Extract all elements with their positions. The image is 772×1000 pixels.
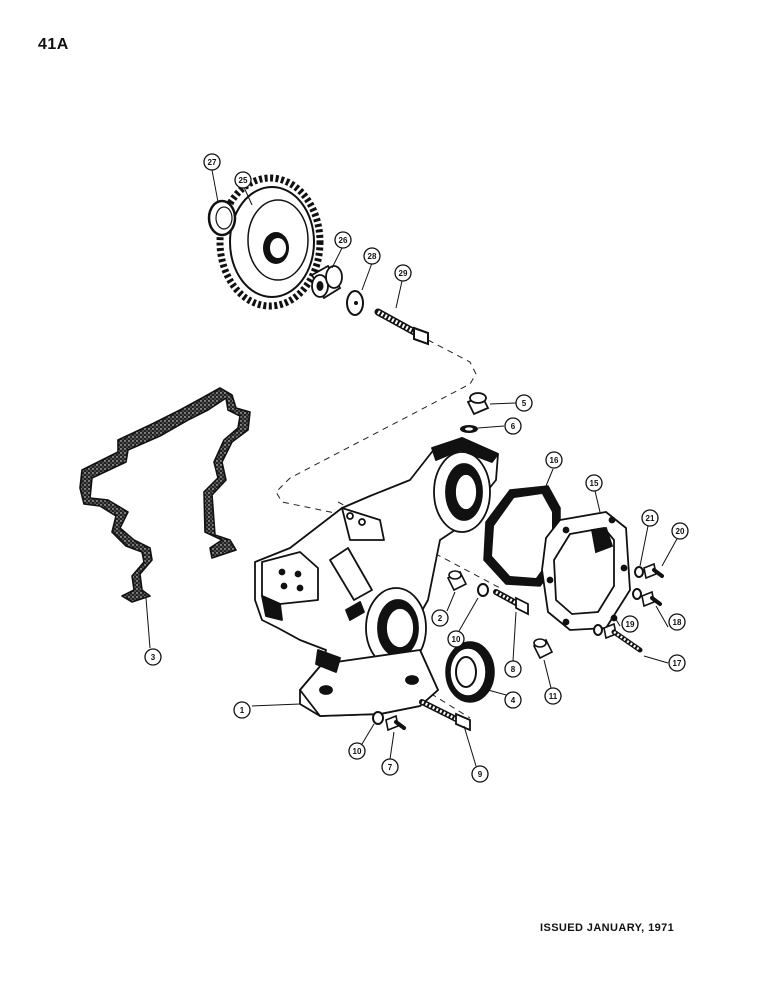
cap-screw-8: [493, 589, 529, 616]
timing-cover-gasket: [79, 387, 251, 603]
callout-5: 5: [515, 394, 533, 412]
callout-1: 1: [233, 701, 251, 719]
callout-29: 29: [394, 264, 412, 282]
svg-text:6: 6: [511, 422, 516, 431]
lockwasher-21: [634, 566, 644, 578]
svg-text:8: 8: [511, 665, 516, 674]
svg-text:7: 7: [388, 763, 393, 772]
idler-hub: [310, 264, 343, 300]
svg-text:3: 3: [151, 653, 156, 662]
callout-10-lower: 10: [348, 742, 366, 760]
svg-text:9: 9: [478, 770, 483, 779]
callout-11: 11: [544, 687, 562, 705]
svg-text:4: 4: [511, 696, 516, 705]
callout-8: 8: [504, 660, 522, 678]
svg-text:10: 10: [452, 635, 461, 644]
issue-date: ISSUED JANUARY, 1971: [540, 922, 675, 934]
callout-21: 21: [641, 509, 659, 527]
svg-text:26: 26: [339, 236, 348, 245]
svg-text:10: 10: [353, 747, 362, 756]
callout-25: 25: [234, 171, 252, 189]
lockwasher-lower: [372, 711, 384, 725]
callout-4: 4: [504, 691, 522, 709]
svg-text:21: 21: [646, 514, 655, 523]
thrust-washer: [207, 199, 237, 237]
svg-text:5: 5: [522, 399, 527, 408]
svg-text:29: 29: [399, 269, 408, 278]
pipe-plug: [466, 392, 490, 416]
callout-6: 6: [504, 417, 522, 435]
idler-gear: [216, 174, 324, 310]
callout-9: 9: [471, 765, 489, 783]
svg-text:11: 11: [549, 692, 558, 701]
callout-26: 26: [334, 231, 352, 249]
cap-screw-9: [419, 699, 471, 732]
callout-2: 2: [431, 609, 449, 627]
leader-lines: [145, 169, 679, 767]
callout-18: 18: [668, 613, 686, 631]
lockwasher-upper: [477, 583, 489, 597]
svg-text:18: 18: [673, 618, 682, 627]
page-number: 41A: [38, 36, 69, 53]
cover-plate-gasket: [483, 485, 561, 587]
svg-text:16: 16: [550, 456, 559, 465]
svg-text:27: 27: [208, 158, 217, 167]
hub-washer: [346, 290, 364, 316]
callout-20: 20: [671, 522, 689, 540]
dowel-pin: [446, 570, 468, 592]
dowel-pin-11: [532, 638, 554, 660]
lockwasher-19: [632, 588, 642, 600]
svg-text:17: 17: [673, 659, 682, 668]
svg-text:2: 2: [438, 614, 443, 623]
lockwasher-lower-right: [593, 624, 603, 636]
callout-15: 15: [585, 474, 603, 492]
callout-27: 27: [203, 153, 221, 171]
cap-screw-20: [643, 562, 664, 580]
svg-text:25: 25: [239, 176, 248, 185]
svg-text:1: 1: [240, 706, 245, 715]
callout-19: 19: [621, 615, 639, 633]
cap-screw-17: [603, 622, 643, 653]
cap-screw-7: [385, 714, 406, 732]
svg-text:15: 15: [590, 479, 599, 488]
timing-gear-cover: [254, 437, 499, 717]
cap-screw-18: [641, 590, 662, 608]
callout-7: 7: [381, 758, 399, 776]
crankshaft-oil-seal: [445, 641, 495, 703]
svg-text:20: 20: [676, 527, 685, 536]
svg-text:28: 28: [368, 252, 377, 261]
callout-17: 17: [668, 654, 686, 672]
plug-washer: [460, 425, 478, 433]
idler-bolt: [374, 308, 429, 346]
callout-10-upper: 10: [447, 630, 465, 648]
callout-16: 16: [545, 451, 563, 469]
callout-3: 3: [144, 648, 162, 666]
svg-text:19: 19: [626, 620, 635, 629]
cover-plate: [541, 511, 631, 631]
callout-28: 28: [363, 247, 381, 265]
